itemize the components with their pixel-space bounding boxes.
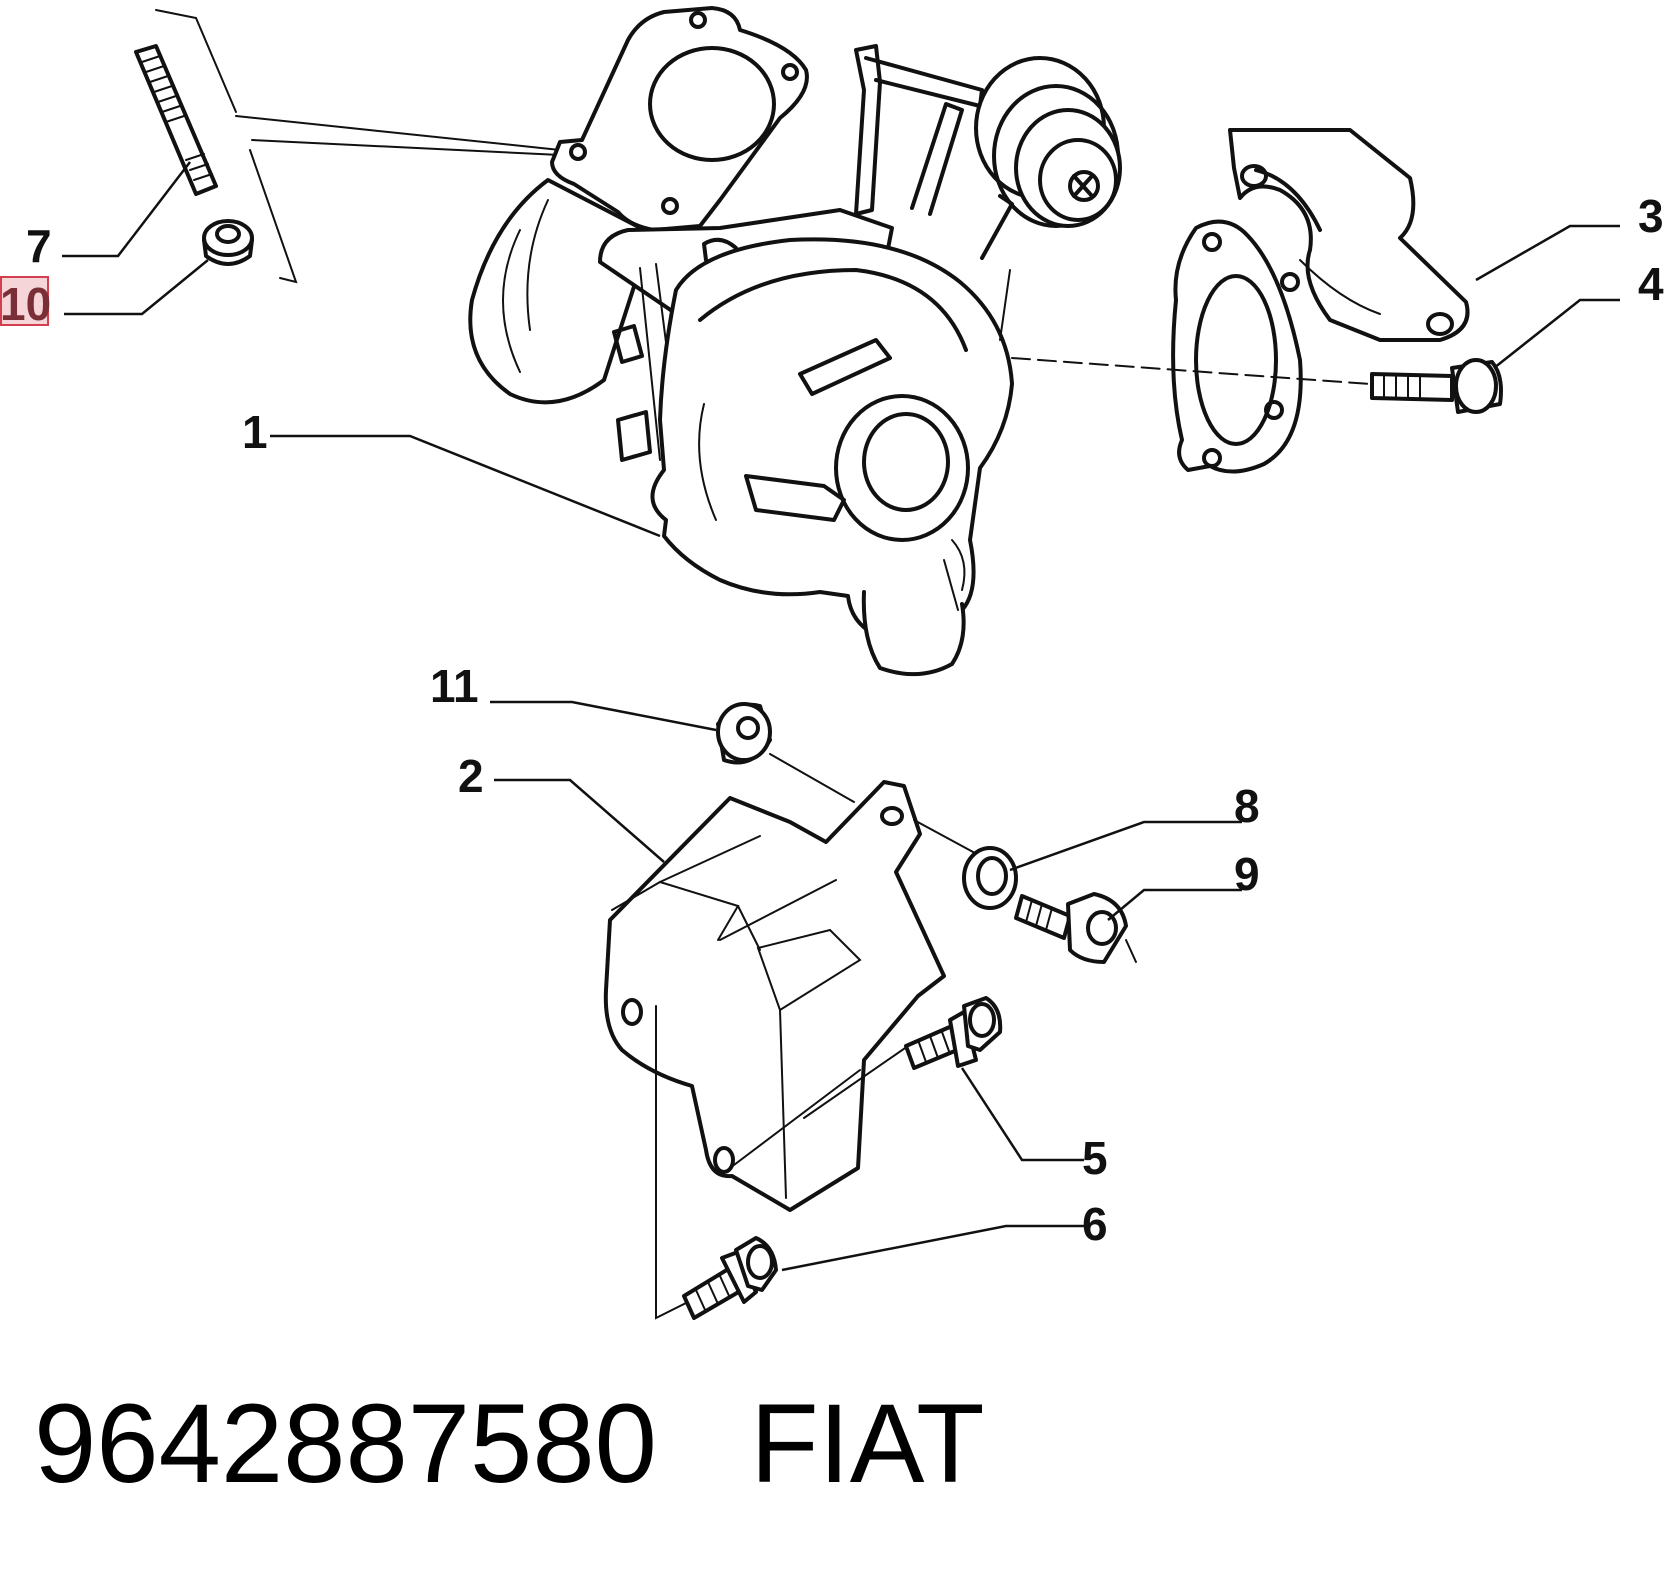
sealing-washer-part: [962, 846, 1018, 910]
washer-part: [716, 702, 772, 765]
outlet-axis-line: [1011, 357, 1371, 385]
heat-shield-bolt-5-part: [904, 996, 1003, 1070]
flange-axis-line-b: [251, 139, 561, 156]
callout-9: 9: [1234, 848, 1260, 900]
heat-shield-bolt-9-part: [1014, 892, 1137, 964]
nut-axis-line: [249, 149, 298, 284]
part-number: 9642887580: [34, 1381, 657, 1506]
callout-11: 11: [430, 660, 479, 712]
brand-name: FIAT: [750, 1381, 985, 1506]
callout-3: 3: [1638, 190, 1664, 242]
callout-10-highlight: [0, 276, 49, 326]
callout-6: 6: [1082, 1198, 1108, 1250]
callout-2: 2: [458, 750, 484, 802]
outlet-gasket-part: [1171, 219, 1303, 474]
nut-part: [202, 219, 254, 266]
leader-lines: [62, 161, 1620, 1272]
flange-bolt-part: [1370, 358, 1503, 414]
callout-1: 1: [242, 406, 268, 458]
heat-shield-bolt-6-part: [682, 1236, 778, 1320]
washer-axis-line: [769, 753, 855, 803]
callout-8: 8: [1234, 780, 1260, 832]
callout-10: 10: [0, 278, 51, 330]
turbocharger-part: [468, 6, 1122, 677]
callout-4: 4: [1638, 258, 1664, 310]
callout-5: 5: [1082, 1132, 1108, 1184]
callout-7: 7: [26, 220, 52, 272]
heat-shield-part: [603, 780, 1011, 1320]
stud-axis-line: [155, 9, 237, 113]
stud-part: [134, 44, 218, 196]
outlet-flange-part: [1228, 128, 1470, 342]
flange-axis-line-a: [235, 115, 561, 151]
footer-caption: 9642887580 FIAT: [34, 1388, 985, 1500]
